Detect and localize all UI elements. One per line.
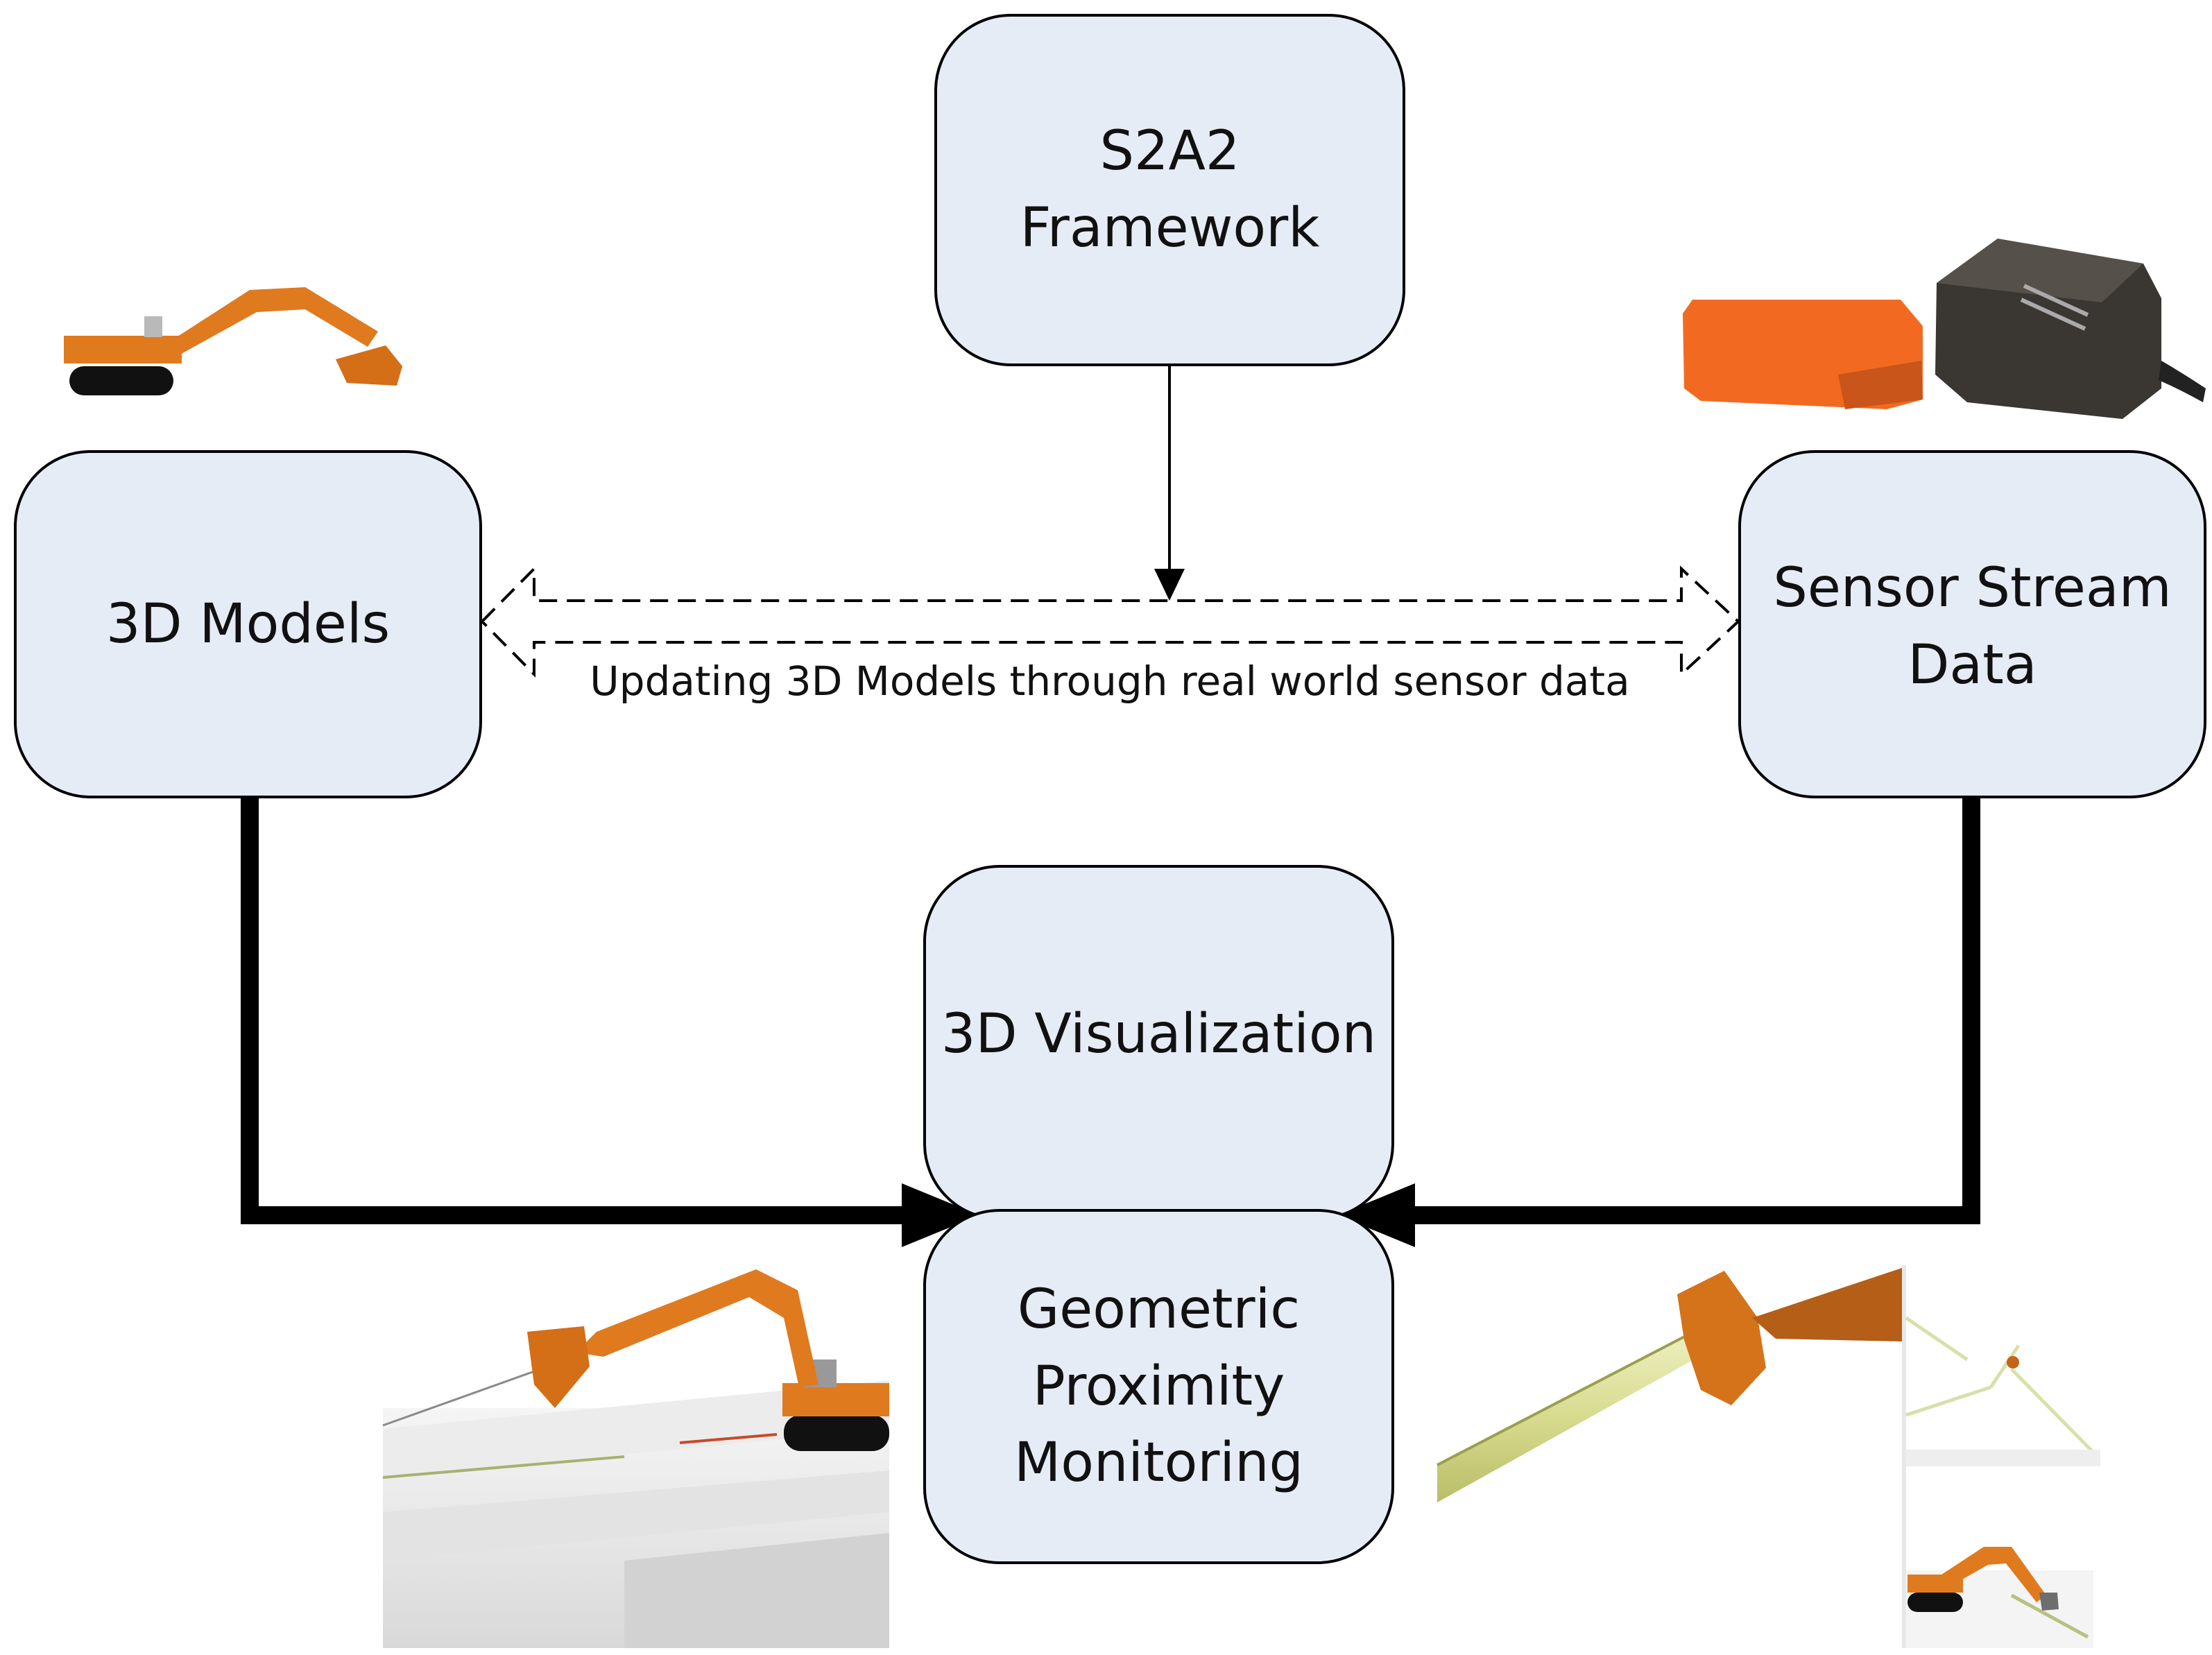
update-arrow-label: Updating 3D Models through real world se… bbox=[590, 658, 1630, 705]
s2a2-framework-node: S2A2 Framework bbox=[934, 14, 1405, 366]
geometric-proximity-monitoring-node: Geometric Proximity Monitoring bbox=[923, 1209, 1394, 1564]
3d-models-node: 3D Models bbox=[14, 450, 482, 798]
excavator-model-icon bbox=[64, 287, 402, 395]
models-to-proximity-connector bbox=[241, 798, 979, 1247]
sensor-stream-data-node: Sensor Stream Data bbox=[1738, 450, 2206, 798]
3d-visualization-node: 3D Visualization bbox=[923, 865, 1394, 1220]
framework-arrow bbox=[1154, 366, 1185, 601]
sensor-devices-icon bbox=[1683, 239, 2206, 419]
simulation-scene-image bbox=[1437, 1265, 2100, 1648]
excavator-scene-image bbox=[382, 1269, 889, 1648]
sensor-to-proximity-connector bbox=[1337, 798, 1980, 1247]
